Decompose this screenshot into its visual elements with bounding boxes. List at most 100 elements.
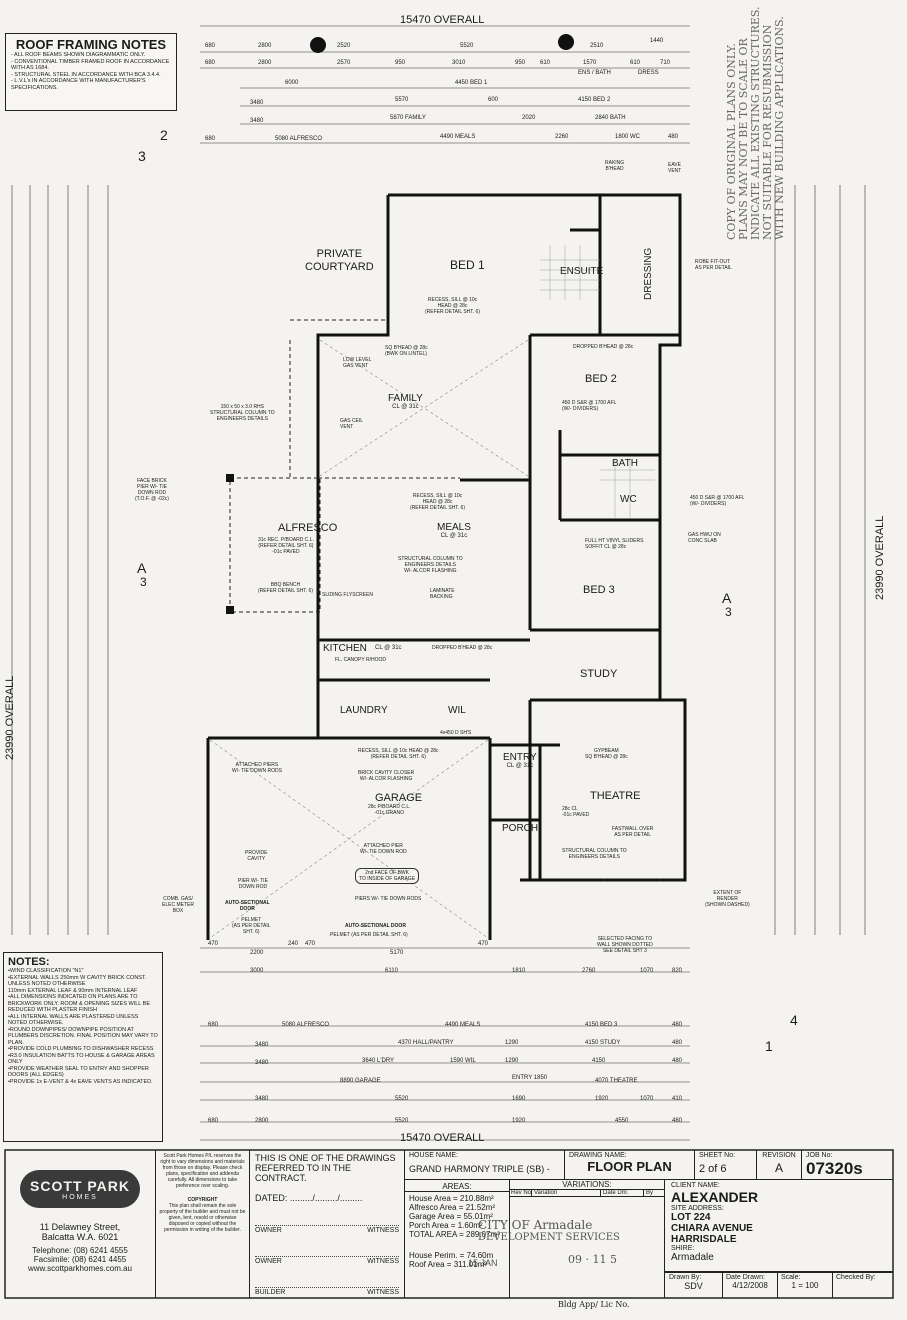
note-fastwall: FASTWALL OVER AS PER DETAIL <box>612 826 654 838</box>
dim: 5870 FAMILY <box>390 115 426 121</box>
copyright-text: This plan shall remain the sole property… <box>159 1203 246 1233</box>
dim: 3000 <box>250 968 264 974</box>
dim: 4150 BED 3 <box>585 1022 618 1028</box>
dim: 2260 <box>555 134 569 140</box>
roof-notes-item: - L.V.L's IN ACCORDANCE WITH MANUFACTURE… <box>11 78 146 91</box>
company-web[interactable]: www.scottparkhomes.com.au <box>27 1264 133 1273</box>
drawing-name-cell: DRAWING NAME: FLOOR PLAN <box>565 1150 695 1180</box>
dim: 480 <box>672 1118 683 1124</box>
rights-panel: Scott Park Homes P/L reserves the right … <box>155 1150 250 1298</box>
dim: 4490 MEALS <box>440 134 476 140</box>
dim: 2800 <box>258 43 272 49</box>
dim: 1920 <box>595 1096 609 1102</box>
roof-framing-notes: ROOF FRAMING NOTES - ALL ROOF BEAMS SHOW… <box>5 33 177 111</box>
shire-value: Armadale <box>671 1252 714 1263</box>
room-bath: BATH <box>612 458 638 469</box>
note-low-level: LOW LEVEL GAS VENT <box>343 357 372 369</box>
room-courtyard: PRIVATE COURTYARD <box>305 248 374 273</box>
kitchen-tag: CL @ 31c <box>375 645 402 651</box>
checked-cell: Checked By: <box>833 1272 893 1298</box>
notes-item: •R3.0 INSULATION BATTS TO HOUSE & GARAGE… <box>8 1052 155 1066</box>
section-marker: 4 <box>790 1012 798 1028</box>
sheet-label: SHEET No: <box>699 1152 736 1159</box>
note-full-ht: FULL HT VINYL SLIDERS SOFFIT CL @ 28c <box>585 538 644 550</box>
site-street: CHIARA AVENUE <box>671 1223 753 1234</box>
company-address2: Balcatta W.A. 6021 <box>41 1232 119 1242</box>
dim: 4150 STUDY <box>585 1040 621 1046</box>
notes-item: •PROVIDE 1x E-VENT & 4x EAVE VENTS AS IN… <box>8 1078 153 1085</box>
note-bed3-sr: 450 D S&R @ 1700 AFL (W/- DIVIDERS) <box>690 495 745 507</box>
section-marker: 2 <box>160 127 168 143</box>
dim: 950 <box>515 60 526 66</box>
family-label: FAMILY <box>388 393 423 404</box>
alfresco-area: Alfresco Area = 21.52m² <box>409 1203 496 1212</box>
dim: 2840 BATH <box>595 115 626 121</box>
notes-item: •EXTERNAL WALLS 250mm W CAVITY BRICK CON… <box>8 974 147 988</box>
note-struct-col3: STRUCTURAL COLUMN TO ENGINEERS DETAILS <box>562 848 627 860</box>
company-sub: HOMES <box>62 1193 98 1201</box>
dim: 1290 <box>505 1058 519 1064</box>
dim: 480 <box>668 134 679 140</box>
notes-item: •WIND CLASSIFICATION "N1" <box>8 968 84 974</box>
dim: 5170 <box>390 950 404 956</box>
dim: 3640 L'DRY <box>362 1058 395 1064</box>
council-stamp: CITY OF Armadale DEVELOPMENT SERVICES 09… <box>478 1218 620 1266</box>
job-label: JOB No: <box>806 1152 833 1159</box>
dated-field[interactable]: DATED: ........./........./......... <box>255 1193 363 1203</box>
note-gas-ceil: GAS CEIL VENT <box>340 418 364 430</box>
note-extent-render: EXTENT OF RENDER (SHOWN DASHED) <box>705 890 750 908</box>
contract-panel: THIS IS ONE OF THE DRAWINGS REFERRED TO … <box>250 1150 405 1298</box>
note-eave-vent: EAVE VENT <box>668 162 682 174</box>
room-family: FAMILY CL @ 31c <box>388 393 423 410</box>
room-wil: WIL <box>448 705 466 716</box>
dim: 240 <box>288 941 299 947</box>
roof-notes-title: ROOF FRAMING NOTES <box>15 37 167 52</box>
dim: 2510 <box>590 43 604 49</box>
note-pelmet1: PELMET (AS PER DETAIL SHT. 6) <box>232 917 271 935</box>
note-comb-gas: COMB. GAS/ ELEC METER BOX <box>162 896 194 914</box>
note-theatre-ceil: 28c CL -01c PAVED <box>562 806 590 818</box>
note-gyp-beam: GYPBEAM SQ B'HEAD @ 28c <box>585 748 628 760</box>
company-facsimile: Facsimile: (08) 6241 4455 <box>33 1255 127 1264</box>
areas-label: AREAS: <box>405 1182 509 1192</box>
copyright-title: COPYRIGHT <box>187 1197 218 1203</box>
kitchen-label: KITCHEN <box>323 643 367 654</box>
overall-bottom: 15470 OVERALL <box>400 1132 485 1144</box>
revision-cell: REVISION A <box>757 1150 802 1180</box>
house-name-cell: HOUSE NAME: GRAND HARMONY TRIPLE (SB) - … <box>405 1150 565 1180</box>
company-name: SCOTT PARK <box>30 1177 130 1194</box>
shire-label: SHIRE: <box>671 1245 695 1252</box>
notes-item: 110mm EXTERNAL LEAF & 90mm INTERNAL LEAF <box>8 987 138 994</box>
dim: 4490 MEALS <box>445 1022 481 1028</box>
owner-label: OWNER <box>255 1258 282 1265</box>
dim: 470 <box>478 941 489 947</box>
date-col: Date Dm: <box>601 1190 644 1196</box>
note-sliding: SLIDING FLYSCREEN <box>322 592 374 598</box>
note-canopy: FL. CANOPY R/HOOD <box>335 657 387 663</box>
revision-label: REVISION <box>762 1152 796 1159</box>
entry-label: ENTRY <box>503 752 537 763</box>
note-laundry-shelves: 4x450 D SH'S <box>440 730 472 736</box>
dim: 610 <box>540 60 551 66</box>
site-label: SITE ADDRESS: <box>671 1205 724 1212</box>
drawn-label: Drawn By: <box>669 1274 702 1281</box>
room-study: STUDY <box>580 668 618 680</box>
drawn-cell: Drawn By: SDV <box>665 1272 723 1298</box>
dim: 710 <box>660 60 671 66</box>
room-theatre: THEATRE <box>590 790 641 802</box>
note-selected-facing: SELECTED FACING TO WALL SHOWN DOTTED SEE… <box>597 936 653 954</box>
room-kitchen: KITCHEN <box>323 643 367 654</box>
dim: 600 <box>488 97 499 103</box>
dim: 2800 <box>255 1118 269 1124</box>
dim: 680 <box>208 1022 219 1028</box>
room-alfresco: ALFRESCO <box>278 522 338 534</box>
revision-value: A <box>774 1161 783 1175</box>
drawing-name: FLOOR PLAN <box>587 1159 672 1174</box>
job-cell: JOB No: 07320s <box>802 1150 893 1180</box>
dim: 3480 <box>255 1096 269 1102</box>
sheet-cell: SHEET No: 2 of 6 <box>695 1150 757 1180</box>
note-dropped-bhead: DROPPED B'HEAD @ 28c <box>573 344 634 350</box>
client-cell: CLIENT NAME: ALEXANDER SITE ADDRESS: LOT… <box>665 1180 893 1272</box>
note-sq-bhead: SQ B'HEAD @ 28c (BWK ON LINTEL) <box>385 345 428 357</box>
dim: 2520 <box>337 43 351 49</box>
